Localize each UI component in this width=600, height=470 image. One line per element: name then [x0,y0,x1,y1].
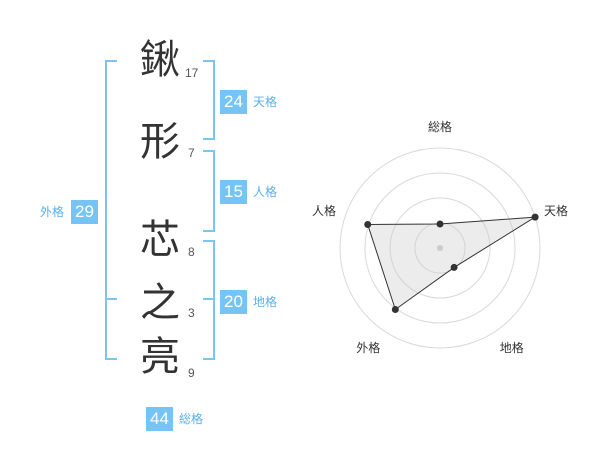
name-char-3: 芯 [140,217,180,263]
gaikaku-bracket-tick [105,298,117,300]
soukaku-label: 総格 [179,412,204,426]
radar-series-area [367,216,536,311]
radar-point-2 [531,213,539,221]
jinkaku-bracket [203,150,215,232]
stroke-count-5: 9 [188,366,195,380]
radar-grid-ring [339,147,541,349]
radar-axis-label-4: 外格 [356,340,381,355]
stroke-count-3: 8 [188,245,195,259]
radar-point-3 [450,263,458,271]
chikaku-bracket-tick [203,298,215,300]
radar-point-1 [436,220,444,228]
radar-axis-label-3: 地格 [499,340,524,355]
tenkaku-bracket [203,60,215,140]
chikaku-label: 地格 [253,295,278,309]
jinkaku-badge: 15 [220,180,247,204]
radar-point-4 [391,305,399,313]
soukaku-badge: 44 [146,407,173,431]
gaikaku-bracket [105,60,117,360]
radar-center-dot [437,245,443,251]
stroke-count-4: 3 [188,306,195,320]
radar-axis-label-5: 人格 [311,204,336,219]
chikaku-bracket [203,240,215,360]
radar-axis-label-2: 天格 [544,204,569,219]
radar-grid-ring [364,172,516,324]
stroke-count-2: 7 [188,146,195,160]
name-char-1: 鍬 [140,37,180,83]
stroke-count-1: 17 [185,66,199,80]
name-char-4: 之 [140,280,180,326]
chikaku-badge: 20 [220,290,247,314]
radar-grid-ring [414,222,466,274]
name-char-5: 亮 [140,334,180,380]
tenkaku-badge: 24 [220,90,247,114]
gaikaku-badge: 29 [71,200,98,224]
tenkaku-label: 天格 [253,95,278,109]
gaikaku-label: 外格 [40,205,65,219]
radar-point-5 [364,221,372,229]
name-char-2: 形 [140,119,180,165]
jinkaku-label: 人格 [253,185,278,199]
radar-grid-ring [389,197,491,299]
radar-axis-label-1: 総格 [428,120,453,134]
